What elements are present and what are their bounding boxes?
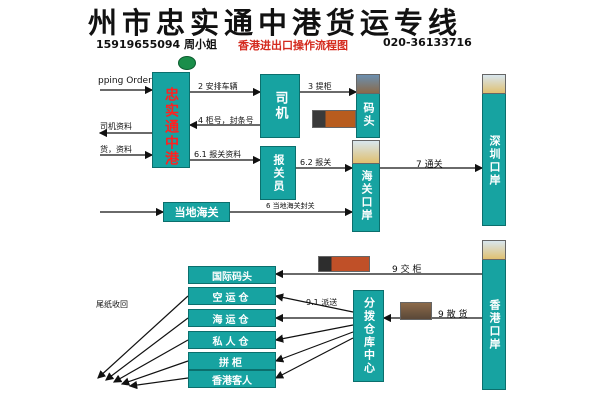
crane-icon-shenzhen [482,74,506,94]
label-pass-customs: 7 通关 [416,160,443,170]
page-title: 州市忠实通中港货运专线 [88,6,463,40]
contact-phone: 15919655094 周小姐 [96,38,218,51]
node-local-customs: 当地海关 [163,202,230,222]
container-truck-photo-icon [318,256,370,272]
label-deliver-container: 9 交 柜 [392,265,422,275]
company-logo-icon [178,56,196,70]
node-distribution: 分拨仓库中心 [353,290,384,382]
label-pick-container: 3 提柜 [308,82,332,91]
label-arrange-truck: 2 安排车辆 [198,82,238,91]
node-company: 忠实通中港 [152,72,190,168]
node-hk-port: 香港口岸 [482,240,506,390]
truck-photo-icon [312,110,356,128]
edge-receipt [97,295,189,379]
node-dest-sea: 海运仓 [188,309,276,327]
bulk-cargo-photo-icon [400,302,432,320]
crane-icon-hk [482,240,506,260]
label-local-seal: 6 当地海关封关 [266,202,315,210]
label-declare: 6.2 报关 [300,158,332,167]
node-broker: 报关员 [260,146,296,200]
page-subtitle: 香港进出口操作流程图 [238,39,348,52]
node-dest-client: 香港客人 [188,370,276,388]
node-dest-private: 私人仓 [188,331,276,349]
label-driver-info: 司机资料 [100,122,132,131]
label-customs-data: 6.1 报关资料 [194,150,242,159]
edge-dispatch [274,293,354,313]
label-container-seal: 4 柜号，封条号 [198,116,254,125]
terminal-photo-icon [356,74,380,94]
label-goods-docs: 货，资料 [100,145,132,154]
label-dispatch: 9.1 派送 [306,298,338,307]
label-receipt: 尾纸收回 [96,300,128,309]
crane-icon [352,140,380,164]
node-shenzhen-port: 深圳口岸 [482,74,506,226]
node-dest-terminal: 国际码头 [188,266,276,284]
node-dest-consol: 拼柜 [188,352,276,370]
node-driver: 司机 [260,74,300,138]
label-shipping-order: pping Order [98,76,152,86]
office-phone: 020-36133716 [383,36,472,49]
label-bulk-cargo: 9 散 货 [438,310,468,320]
node-dest-air: 空运仓 [188,287,276,305]
